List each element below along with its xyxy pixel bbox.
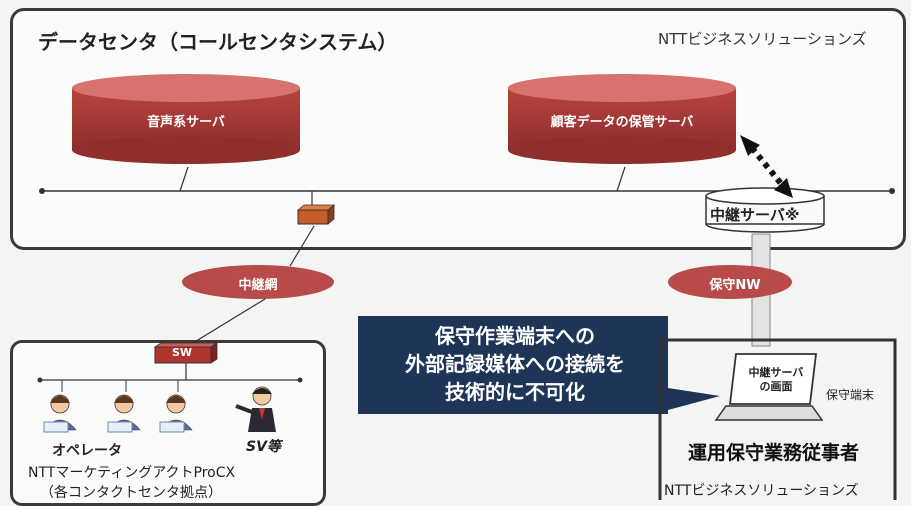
datacenter-vendor: NTTビジネスソリューションズ [658, 30, 867, 48]
link-net-switch [187, 298, 266, 347]
operator-icon-2 [107, 394, 141, 433]
laptop-screen-line-2: の画面 [759, 380, 793, 393]
maintenance-worker-label: 運用保守業務従事者 [688, 442, 860, 464]
sync-arrow [740, 135, 793, 198]
switch-label: SW [172, 346, 193, 359]
link-router-net [289, 225, 315, 267]
laptop-screen-line-1: 中継サーバ [748, 366, 804, 379]
operator-icon-1 [43, 394, 77, 433]
laptop-screen-text: 中継サーバ の画面 [740, 366, 812, 394]
maintenance-vendor: NTTビジネスソリューションズ [664, 483, 859, 499]
operator-location: （各コンタクトセンタ拠点） [40, 485, 222, 501]
customer-server-label: 顧客データの保管サーバ [550, 115, 694, 130]
relay-server-cylinder [705, 187, 825, 233]
voice-server-cylinder [72, 74, 300, 164]
router-icon [296, 204, 336, 225]
callout-line-2: 外部記録媒体への接続を [405, 352, 625, 376]
switch-icon [153, 342, 219, 364]
sv-label: SV等 [246, 439, 281, 455]
datacenter-title: データセンタ（コールセンタシステム） [38, 30, 398, 54]
relay-net-label: 中継網 [238, 278, 278, 293]
callout-shape [358, 316, 720, 414]
customer-server-cylinder [508, 74, 736, 164]
callout-text: 保守作業端末への 外部記録媒体への接続を 技術的に不可化 [370, 322, 660, 406]
operator-lan [37, 363, 303, 392]
operator-icon-3 [159, 394, 193, 433]
maintenance-nw-label: 保守NW [709, 278, 761, 293]
maintenance-nw-ellipse [668, 265, 792, 299]
maintenance-area-bracket [658, 338, 897, 500]
operator-label: オペレータ [52, 443, 122, 459]
maintenance-terminal-label: 保守端末 [826, 388, 875, 402]
maintenance-laptop-icon [714, 353, 824, 421]
supervisor-icon [235, 386, 276, 432]
relay-server-label: 中継サーバ※ [710, 206, 800, 224]
callout-line-1: 保守作業端末への [435, 324, 595, 348]
voice-server-label: 音声系サーバ [147, 115, 225, 130]
callout-line-3: 技術的に不可化 [445, 380, 585, 404]
relay-net-ellipse [182, 265, 334, 299]
operator-company: NTTマーケティングアクトProCX [28, 465, 236, 481]
